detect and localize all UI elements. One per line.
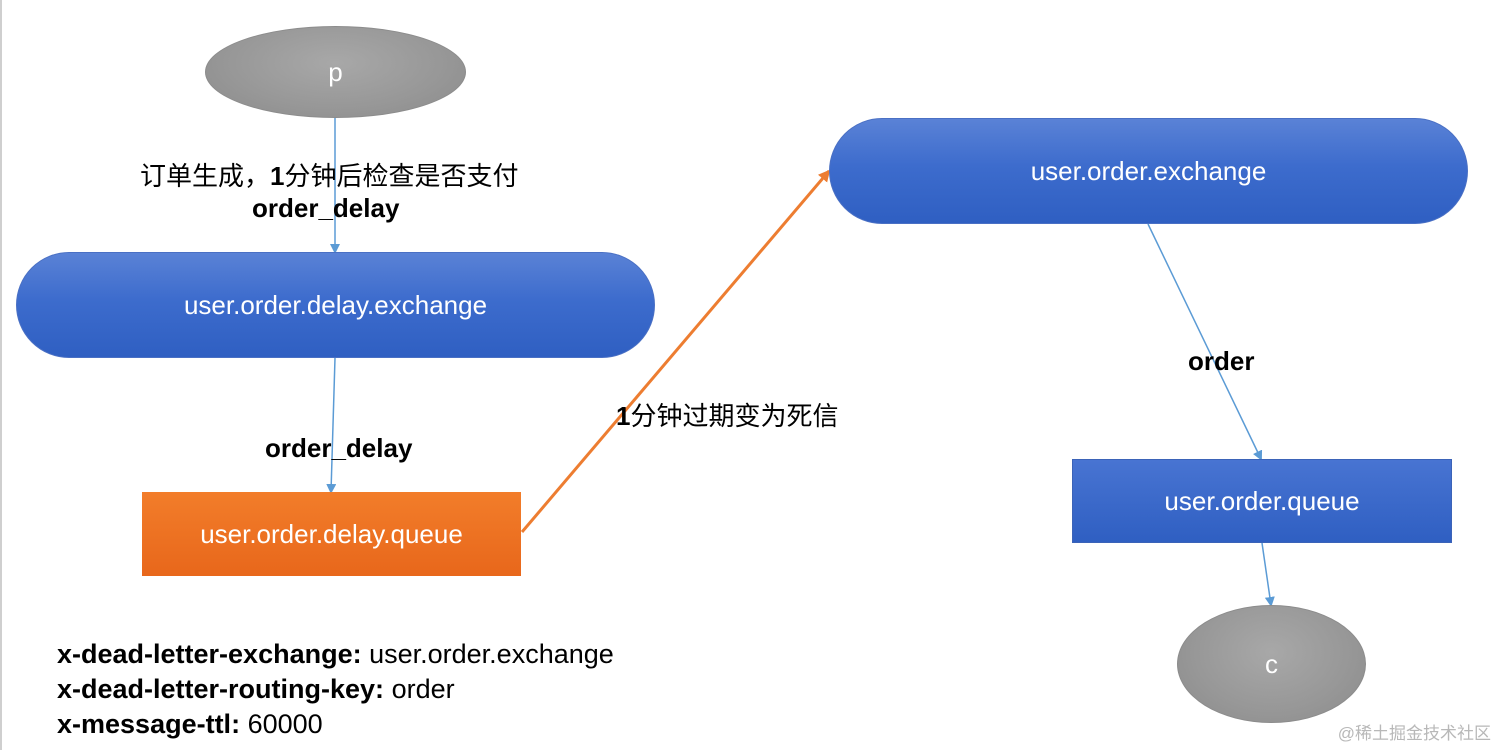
producer-label: p: [328, 56, 343, 87]
order-exchange-node: user.order.exchange: [829, 118, 1468, 224]
order-generated-label: 订单生成，1分钟后检查是否支付: [140, 161, 519, 192]
queue-arg-row: x-dead-letter-routing-key: order: [57, 672, 614, 707]
queue-arg-key: x-dead-letter-exchange:: [57, 639, 362, 669]
queue-arg-value: 60000: [247, 709, 323, 739]
left-border: [0, 0, 2, 750]
order-exchange-label: user.order.exchange: [1030, 155, 1267, 186]
order-queue-label: user.order.queue: [1164, 485, 1360, 516]
queue-arg-value: order: [391, 674, 455, 704]
arrow-order-exchange-to-order-queue: [1147, 223, 1263, 461]
delay-queue-node: user.order.delay.queue: [142, 492, 521, 576]
routing-key-right-label: order: [1188, 346, 1255, 376]
queue-arg-key: x-dead-letter-routing-key:: [57, 674, 385, 704]
routing-key-mid-label: order_delay: [265, 433, 413, 463]
routing-key-top-label: order_delay: [252, 193, 400, 223]
queue-arg-value: user.order.exchange: [369, 639, 614, 669]
queue-arg-key: x-message-ttl:: [57, 709, 241, 739]
delay-exchange-node: user.order.delay.exchange: [16, 252, 655, 358]
delay-queue-label: user.order.delay.queue: [200, 518, 463, 549]
arrow-delay-exchange-to-delay-queue: [326, 357, 337, 494]
queue-arg-row: x-dead-letter-exchange: user.order.excha…: [57, 637, 614, 672]
watermark: @稀土掘金技术社区: [1337, 724, 1491, 743]
order-queue-node: user.order.queue: [1072, 459, 1452, 543]
producer-node: p: [205, 26, 466, 118]
consumer-node: c: [1177, 605, 1366, 723]
delay-exchange-label: user.order.delay.exchange: [183, 289, 488, 320]
arrow-delay-queue-to-order-exchange: [520, 169, 831, 533]
arrow-order-queue-to-c: [1261, 542, 1275, 607]
expire-label: 1分钟过期变为死信: [616, 401, 839, 432]
queue-arguments: x-dead-letter-exchange: user.order.excha…: [57, 637, 614, 742]
queue-arg-row: x-message-ttl: 60000: [57, 707, 614, 742]
consumer-label: c: [1265, 648, 1278, 679]
